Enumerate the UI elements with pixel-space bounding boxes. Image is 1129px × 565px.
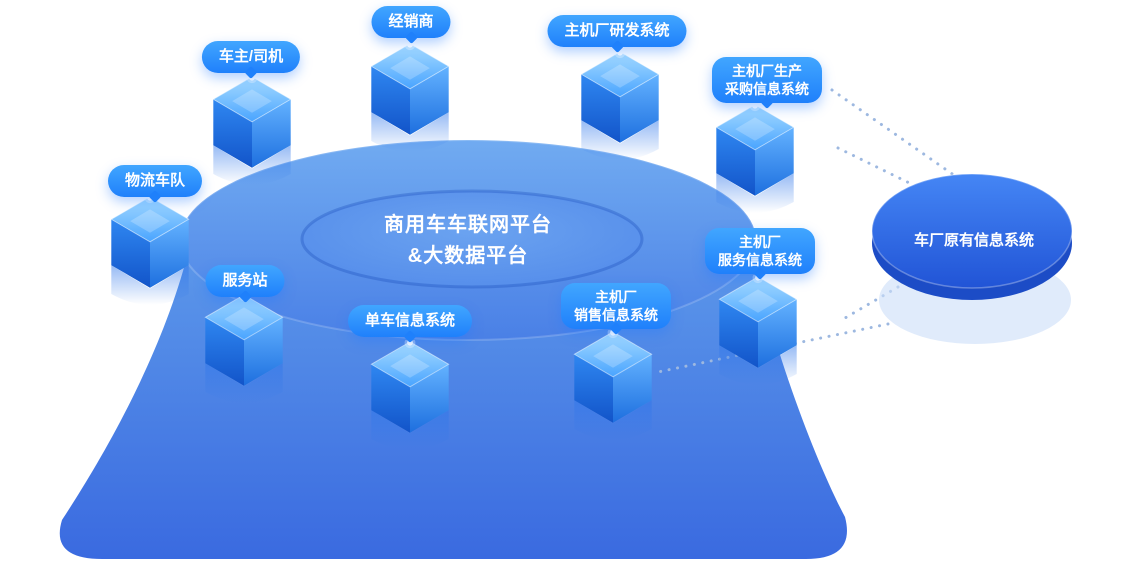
platform-title: 商用车车联网平台 &大数据平台 xyxy=(384,214,552,267)
node-label-oem-production-procurement: 主机厂生产 采购信息系统 xyxy=(712,57,822,104)
node-label-service-station: 服务站 xyxy=(205,265,285,297)
external-system-disc-rim xyxy=(871,173,1073,289)
node-label-oem-service-info: 主机厂 服务信息系统 xyxy=(705,228,815,275)
external-system-disc-top xyxy=(872,174,1072,288)
node-label-vehicle-info-system: 单车信息系统 xyxy=(347,305,473,337)
external-system-label: 车厂原有信息系统 xyxy=(913,232,1035,249)
cube-icon-vehicle-info-system xyxy=(370,340,450,451)
node-label-dealer: 经销商 xyxy=(371,6,451,38)
cube-icon-service-station xyxy=(204,293,284,404)
connector-dotted-1 xyxy=(830,88,960,180)
node-label-logistics-fleet: 物流车队 xyxy=(107,165,203,197)
cube-icon-logistics-fleet xyxy=(110,195,190,306)
cube-icon-oem-rd-system xyxy=(580,50,660,161)
cube-icon-dealer xyxy=(370,42,450,153)
cube-icon-oem-production-procurement xyxy=(715,103,795,214)
node-label-vehicle-owner-driver: 车主/司机 xyxy=(201,41,301,73)
node-label-oem-rd-system: 主机厂研发系统 xyxy=(547,15,687,47)
connector-dotted-2 xyxy=(836,146,946,202)
cube-icon-oem-service-info xyxy=(718,275,798,386)
cube-icon-oem-sales-info xyxy=(573,330,653,441)
platform-ellipse-inner xyxy=(300,189,644,289)
connector-dotted-3 xyxy=(843,285,900,320)
node-label-oem-sales-info: 主机厂 销售信息系统 xyxy=(561,283,671,330)
cube-icon-vehicle-owner-driver xyxy=(212,75,292,186)
